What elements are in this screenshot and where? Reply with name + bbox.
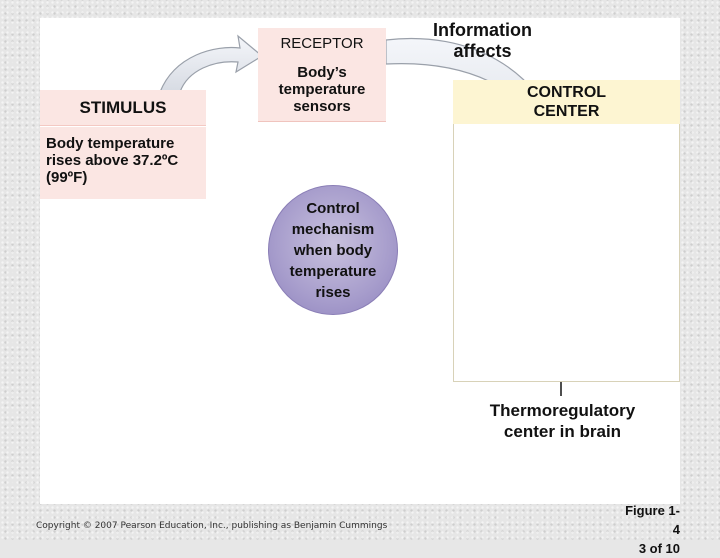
receptor-line-2: temperature [278, 81, 366, 98]
control-center-title: CONTROL CENTER [453, 80, 680, 124]
info-line-2: affects [453, 41, 512, 61]
mechanism-line-3: when body [293, 241, 373, 259]
mechanism-line-1: Control [306, 199, 360, 217]
page-indicator: 3 of 10 [638, 541, 680, 556]
stimulus-title: STIMULUS [40, 90, 206, 126]
stimulus-line-1: Body temperature [46, 135, 175, 152]
thermo-line-2: center in brain [503, 422, 622, 441]
receptor-description: Body’s temperature sensors [258, 58, 386, 122]
control-line-2: CENTER [533, 103, 600, 120]
mechanism-line-2: mechanism [291, 220, 375, 238]
control-line-1: CONTROL [526, 84, 607, 101]
stimulus-description: Body temperature rises above 37.2ºC (99º… [40, 127, 206, 199]
stimulus-line-2: rises above 37.2ºC [46, 152, 179, 169]
figure-number: Figure 1-4 [625, 503, 680, 537]
mechanism-line-5: rises [315, 283, 351, 301]
figure-caption: Figure 1-4 3 of 10 [620, 501, 680, 558]
control-mechanism-circle: Control mechanism when body temperature … [268, 185, 398, 315]
thermo-line-1: Thermoregulatory [489, 401, 636, 420]
mechanism-line-4: temperature [289, 262, 377, 280]
thermoregulatory-center-label: Thermoregulatory center in brain [470, 400, 655, 442]
receptor-line-1: Body’s [297, 64, 347, 81]
info-line-1: Information [433, 20, 532, 40]
copyright-notice: Copyright © 2007 Pearson Education, Inc.… [36, 521, 388, 531]
stimulus-line-3: (99ºF) [46, 169, 88, 186]
receptor-line-3: sensors [293, 98, 351, 115]
information-affects-label: Information affects [410, 20, 555, 62]
control-center-frame [453, 124, 680, 382]
stimulus-to-receptor-arrow [159, 34, 264, 93]
receptor-title: RECEPTOR [258, 28, 386, 58]
